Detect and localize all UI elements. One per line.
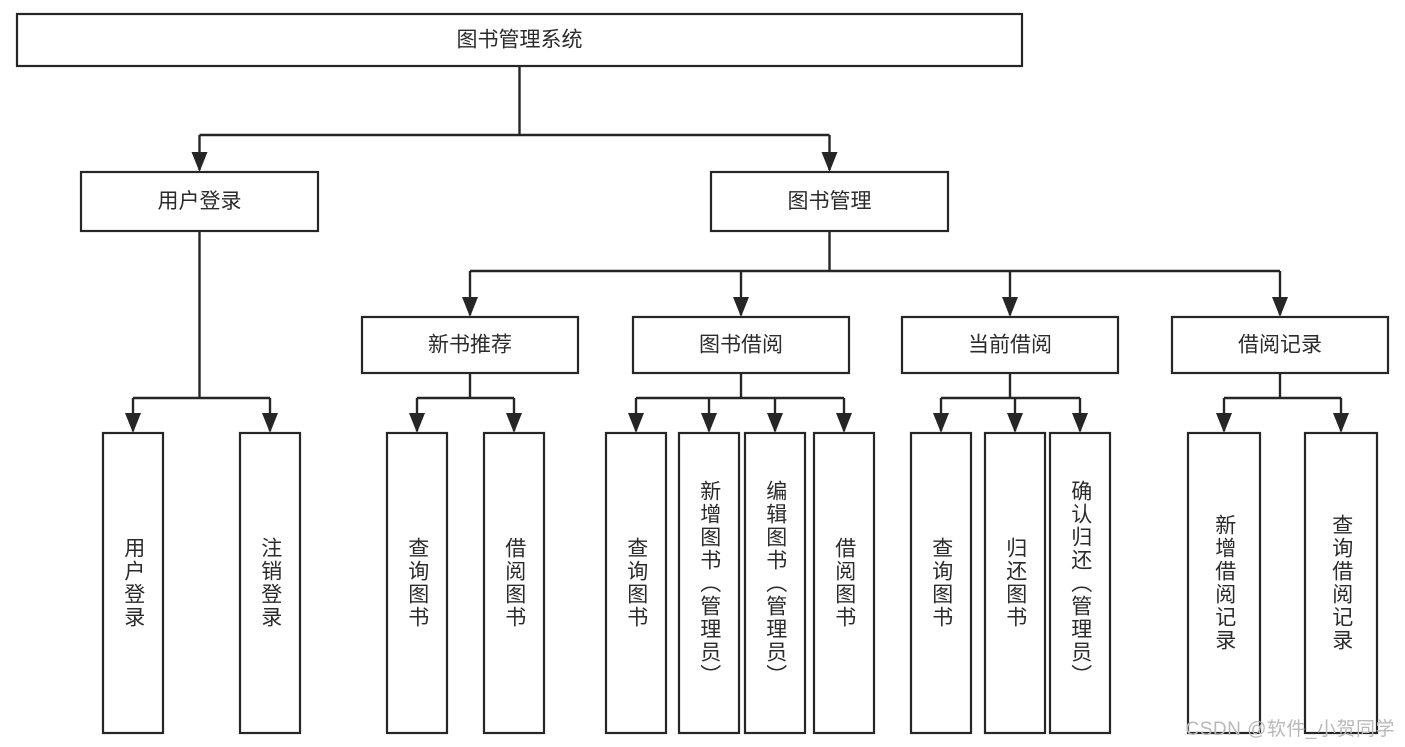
node-label-root: 图书管理系统 [457,29,583,52]
node-borrow-record[interactable]: 借阅记录 [1170,315,1390,375]
arrowhead-l3-3 [1272,297,1288,317]
arrowhead-l3-2 [1002,297,1018,317]
node-leaf-confirm-return[interactable] [1048,431,1112,735]
node-label-new-book-rec: 新书推荐 [428,334,512,357]
arrowhead-new-book-rec-0 [409,413,425,433]
connector-layer [125,66,1349,433]
node-new-book-rec[interactable]: 新书推荐 [360,315,580,375]
node-leaf-return-book[interactable] [983,431,1047,735]
node-leaf-add-book[interactable] [677,431,741,735]
arrowhead-current-borrow-1 [1007,413,1023,433]
node-label-book-borrow: 图书借阅 [699,334,783,357]
arrowhead-book-borrow-0 [628,413,644,433]
node-leaf-edit-book[interactable] [743,431,807,735]
arrowhead-user-login-1 [262,413,278,433]
arrowhead-book-borrow-1 [701,413,717,433]
arrowhead-l2-1 [821,152,838,172]
node-label-book-manage: 图书管理 [788,190,872,213]
arrowhead-book-borrow-2 [767,413,783,433]
node-label-borrow-record: 借阅记录 [1238,334,1322,357]
node-leaf-query-book-2[interactable] [604,431,668,735]
node-leaf-query-book-1[interactable] [385,431,449,735]
node-leaf-query-book-3[interactable] [909,431,973,735]
node-leaf-query-record[interactable] [1303,431,1379,735]
arrowhead-l3-0 [462,297,478,317]
arrowhead-borrow-record-1 [1333,413,1349,433]
node-user-login[interactable]: 用户登录 [79,170,320,233]
node-label-user-login: 用户登录 [158,190,242,213]
node-leaf-user-login[interactable] [101,431,165,735]
node-root[interactable]: 图书管理系统 [15,12,1024,68]
node-book-manage[interactable]: 图书管理 [709,170,950,233]
arrowhead-user-login-0 [125,413,141,433]
node-leaf-add-record[interactable] [1186,431,1262,735]
node-current-borrow[interactable]: 当前借阅 [900,315,1120,375]
node-label-current-borrow: 当前借阅 [968,334,1052,357]
arrowhead-new-book-rec-1 [506,413,522,433]
arrowhead-book-borrow-3 [836,413,852,433]
node-book-borrow[interactable]: 图书借阅 [631,315,851,375]
arrowhead-l2-0 [191,152,208,172]
watermark-text: CSDN @软件_小贺同学 [1185,719,1395,740]
node-leaf-borrow-book-2[interactable] [812,431,876,735]
arrowhead-current-borrow-2 [1072,413,1088,433]
arrowhead-l3-1 [733,297,749,317]
arrowhead-borrow-record-0 [1216,413,1232,433]
arrowhead-current-borrow-0 [933,413,949,433]
node-leaf-user-logout[interactable] [238,431,302,735]
node-leaf-borrow-book-1[interactable] [482,431,546,735]
